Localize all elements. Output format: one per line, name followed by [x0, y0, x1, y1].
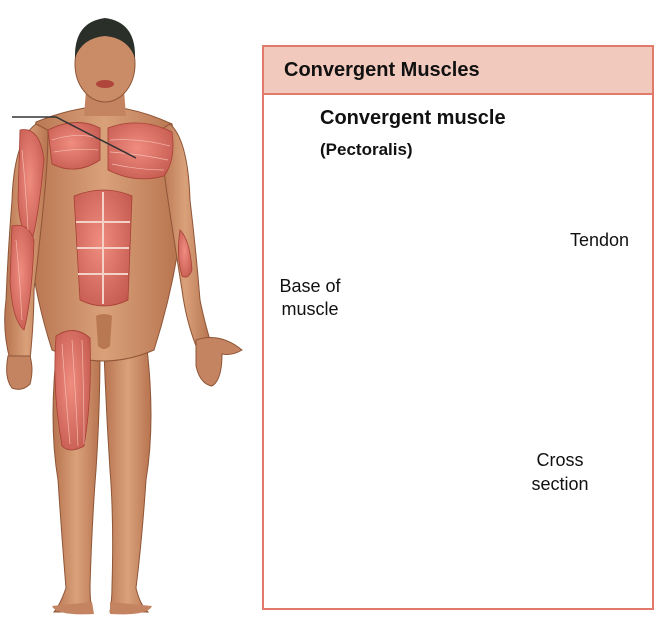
right-leg [103, 339, 152, 613]
diagram-subheading: (Pectoralis) [320, 140, 413, 159]
panel-header: Convergent Muscles [264, 47, 652, 95]
forearm-muscle-left [9, 224, 35, 331]
genitals [96, 314, 112, 349]
mouth [96, 80, 114, 88]
pointer-line [12, 116, 137, 159]
forearm-muscle-right [178, 229, 193, 278]
thigh-muscle [54, 330, 91, 451]
left-foot [52, 602, 94, 615]
hair [74, 18, 136, 58]
base-of-muscle-label-line2: muscle [281, 299, 339, 319]
base-of-muscle-label-line1: Base of [279, 276, 341, 296]
human-body-figure [4, 18, 243, 615]
panel-title: Convergent Muscles [284, 59, 480, 81]
left-hand [6, 355, 33, 390]
abdominal-divisions [76, 192, 130, 304]
convergent-muscles-panel: Convergent Muscles [262, 45, 654, 610]
cross-section-label-line1: Cross [536, 450, 584, 470]
tendon-label: Tendon [570, 230, 630, 250]
muscle-fibers [15, 135, 171, 447]
diagram-heading: Convergent muscle [320, 107, 506, 129]
cross-section-label-line2: section [531, 474, 589, 494]
pectoral-muscle-right [107, 122, 174, 180]
right-hand [195, 337, 243, 387]
pectoral-muscle-left [47, 122, 101, 170]
arm-muscle-left [17, 129, 45, 241]
right-foot [110, 602, 152, 615]
